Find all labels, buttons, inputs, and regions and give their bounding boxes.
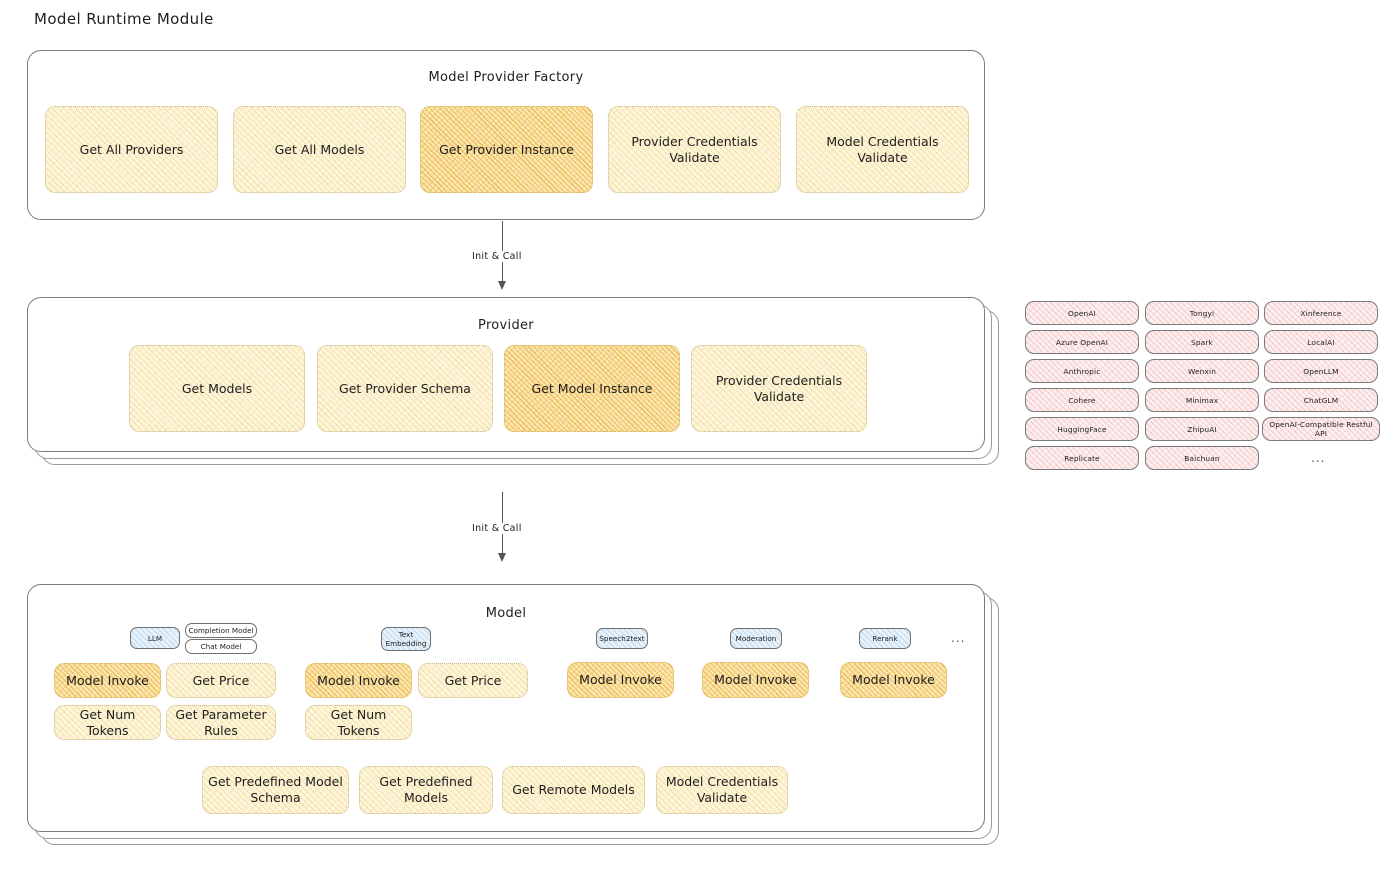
provider-chip-baichuan[interactable]: Baichuan <box>1145 446 1259 470</box>
model-node-text-embedding-model-invoke[interactable]: Model Invoke <box>305 663 412 698</box>
model-node-get-predefined-models[interactable]: Get Predefined Models <box>359 766 493 814</box>
model-node-rerank-model-invoke[interactable]: Model Invoke <box>840 662 947 698</box>
provider-chip-openai-compatible-restful-api[interactable]: OpenAI-Compatible Restful API <box>1262 417 1380 441</box>
provider-chip-huggingface[interactable]: HuggingFace <box>1025 417 1139 441</box>
model-node-speech2text-model-invoke[interactable]: Model Invoke <box>567 662 674 698</box>
arrow-provider-to-model-head <box>498 553 506 562</box>
provider-chip-azure-openai[interactable]: Azure OpenAI <box>1025 330 1139 354</box>
model-node-get-remote-models[interactable]: Get Remote Models <box>502 766 645 814</box>
arrow-provider-to-model-label: Init & Call <box>468 523 526 534</box>
provider-chip-zhipuai[interactable]: ZhipuAI <box>1145 417 1259 441</box>
model-node-moderation-model-invoke[interactable]: Model Invoke <box>702 662 809 698</box>
provider-chip-cohere[interactable]: Cohere <box>1025 388 1139 412</box>
model-subtype-badge-completion-model[interactable]: Completion Model <box>185 623 257 638</box>
model-node-get-predefined-model-schema[interactable]: Get Predefined Model Schema <box>202 766 349 814</box>
model-types-more-ellipsis: ... <box>951 631 966 645</box>
model-type-badge-moderation[interactable]: Moderation <box>730 628 782 649</box>
model-subtype-badge-chat-model[interactable]: Chat Model <box>185 639 257 654</box>
model-title: Model <box>485 606 527 621</box>
factory-node-get-all-providers[interactable]: Get All Providers <box>45 106 218 193</box>
provider-chip-spark[interactable]: Spark <box>1145 330 1259 354</box>
provider-chip-anthropic[interactable]: Anthropic <box>1025 359 1139 383</box>
provider-chip-openai[interactable]: OpenAI <box>1025 301 1139 325</box>
model-node-text-embedding-get-price[interactable]: Get Price <box>418 663 528 698</box>
page-title: Model Runtime Module <box>34 10 214 28</box>
provider-chip-openllm[interactable]: OpenLLM <box>1264 359 1378 383</box>
model-node-llm-get-price[interactable]: Get Price <box>166 663 276 698</box>
arrow-factory-to-provider-label: Init & Call <box>468 251 526 262</box>
factory-node-get-provider-instance[interactable]: Get Provider Instance <box>420 106 593 193</box>
model-node-llm-get-num-tokens[interactable]: Get Num Tokens <box>54 705 161 740</box>
factory-node-get-all-models[interactable]: Get All Models <box>233 106 406 193</box>
provider-chip-wenxin[interactable]: Wenxin <box>1145 359 1259 383</box>
model-node-llm-model-invoke[interactable]: Model Invoke <box>54 663 161 698</box>
model-type-badge-rerank[interactable]: Rerank <box>859 628 911 649</box>
model-type-badge-llm[interactable]: LLM <box>130 627 180 649</box>
provider-chip-replicate[interactable]: Replicate <box>1025 446 1139 470</box>
factory-node-model-credentials-validate[interactable]: Model Credentials Validate <box>796 106 969 193</box>
provider-node-get-models[interactable]: Get Models <box>129 345 305 432</box>
model-node-llm-get-parameter-rules[interactable]: Get Parameter Rules <box>166 705 276 740</box>
model-type-badge-speech2text[interactable]: Speech2text <box>596 628 648 649</box>
provider-chip-tongyi[interactable]: Tongyi <box>1145 301 1259 325</box>
factory-node-provider-credentials-validate[interactable]: Provider Credentials Validate <box>608 106 781 193</box>
provider-node-provider-credentials-validate[interactable]: Provider Credentials Validate <box>691 345 867 432</box>
model-type-badge-text-embedding[interactable]: Text Embedding <box>381 627 431 651</box>
provider-list-more-ellipsis: ... <box>1311 451 1326 465</box>
provider-chip-minimax[interactable]: Minimax <box>1145 388 1259 412</box>
model-node-text-embedding-get-num-tokens[interactable]: Get Num Tokens <box>305 705 412 740</box>
provider-node-get-model-instance[interactable]: Get Model Instance <box>504 345 680 432</box>
provider-node-get-provider-schema[interactable]: Get Provider Schema <box>317 345 493 432</box>
provider-title: Provider <box>478 318 534 333</box>
provider-chip-xinference[interactable]: Xinference <box>1264 301 1378 325</box>
provider-chip-chatglm[interactable]: ChatGLM <box>1264 388 1378 412</box>
model-node-model-credentials-validate[interactable]: Model Credentials Validate <box>656 766 788 814</box>
model-provider-factory-title: Model Provider Factory <box>428 70 584 85</box>
arrow-factory-to-provider-head <box>498 281 506 290</box>
provider-chip-localai[interactable]: LocalAI <box>1264 330 1378 354</box>
